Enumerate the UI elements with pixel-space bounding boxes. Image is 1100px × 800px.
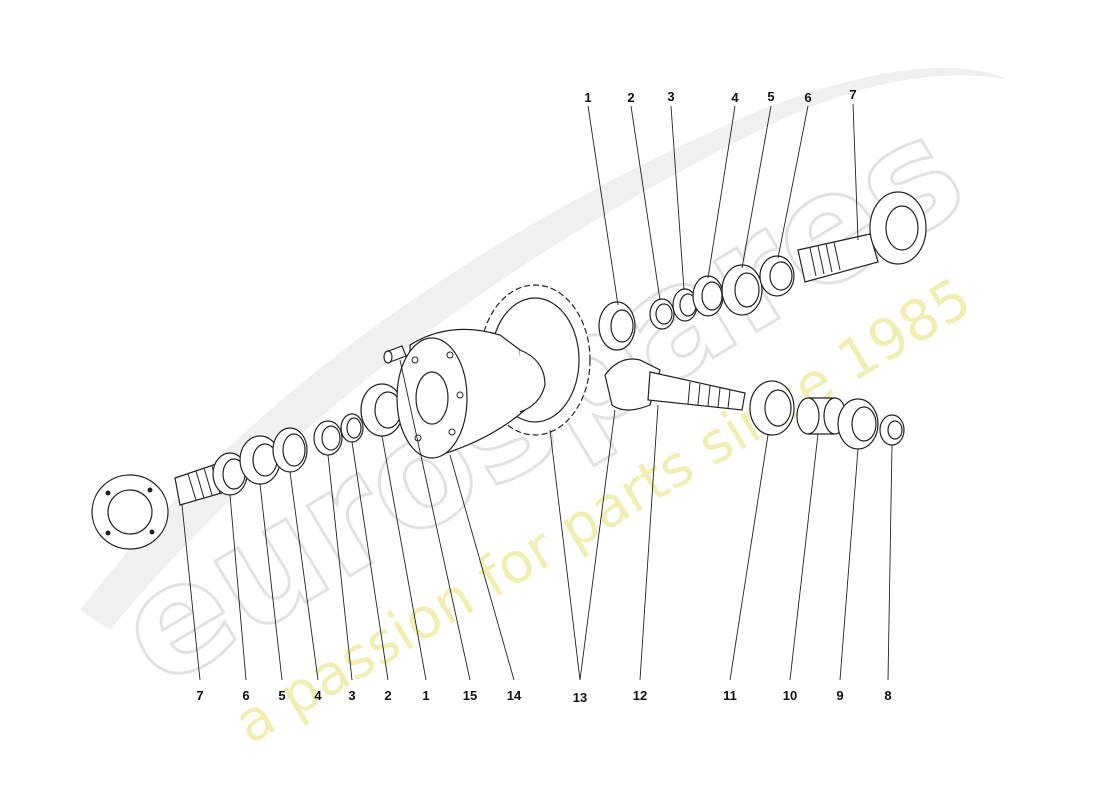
- callout-bottom-15: 15: [463, 688, 477, 703]
- callout-bottom-4: 4: [314, 688, 322, 703]
- leader-lines: [181, 103, 893, 681]
- right-ring-3: [672, 288, 698, 322]
- callout-bottom-2: 2: [384, 688, 391, 703]
- left-seal-ring-4: [272, 427, 308, 473]
- callout-top-2: 2: [627, 90, 634, 105]
- callout-bottom-3: 3: [348, 688, 355, 703]
- callout-top-7: 7: [849, 87, 856, 102]
- bearing-9: [837, 398, 879, 450]
- callout-top-4: 4: [731, 90, 739, 105]
- top-callouts: 1 2 3 4 5 6 7: [584, 87, 856, 105]
- callout-bottom-13: 13: [573, 690, 587, 705]
- right-ring-6: [759, 255, 795, 297]
- left-flange-shaft: [91, 461, 233, 550]
- callout-bottom-12: 12: [633, 688, 647, 703]
- nut-8: [879, 414, 905, 446]
- right-seal-ring-4: [692, 275, 724, 317]
- callout-top-6: 6: [804, 90, 811, 105]
- callout-top-5: 5: [767, 89, 774, 104]
- callout-bottom-10: 10: [783, 688, 797, 703]
- callout-bottom-9: 9: [836, 688, 843, 703]
- callout-bottom-5: 5: [278, 688, 285, 703]
- callout-bottom-8: 8: [884, 688, 891, 703]
- bearing-11: [749, 380, 795, 436]
- right-bearing-cup-5: [721, 264, 763, 316]
- right-ring-2: [649, 298, 675, 330]
- callout-bottom-11: 11: [723, 688, 737, 703]
- callout-bottom-1: 1: [422, 688, 429, 703]
- left-ring-2: [340, 413, 364, 443]
- left-ring-3: [313, 420, 343, 456]
- callout-top-3: 3: [667, 89, 674, 104]
- callout-bottom-14: 14: [507, 688, 522, 703]
- bolt-15: [383, 345, 407, 364]
- callout-bottom-6: 6: [242, 688, 249, 703]
- bottom-callouts: 7 6 5 4 3 2 1 15 14 13 12 11 10 9 8: [196, 688, 891, 705]
- callout-top-1: 1: [584, 90, 591, 105]
- callout-bottom-7: 7: [196, 688, 203, 703]
- pinion-shaft: [604, 358, 746, 411]
- left-bearing-1: [360, 383, 404, 437]
- right-bearing-1: [598, 301, 636, 351]
- right-flange-shaft: [797, 191, 927, 283]
